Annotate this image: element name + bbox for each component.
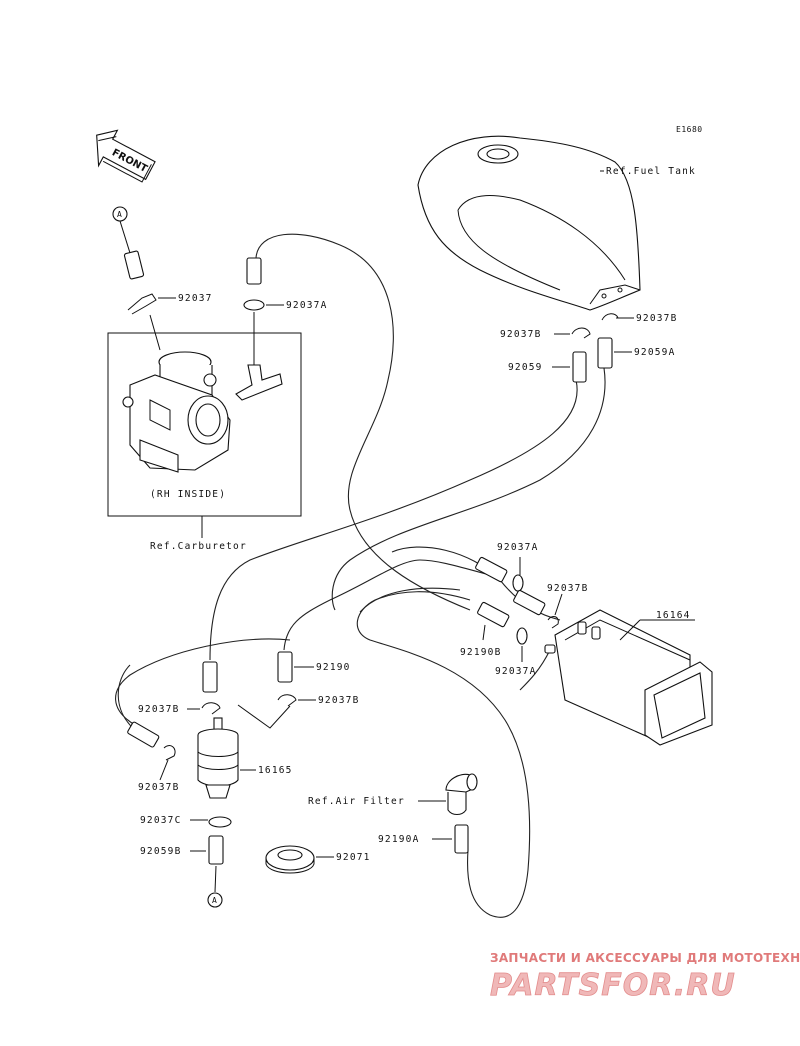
clip-92037: 92037 <box>127 293 213 315</box>
hose-piece-top-mid <box>246 257 262 285</box>
label-92037B-mid: 92037B <box>318 695 360 706</box>
label-92037A-can-top: 92037A <box>497 542 539 553</box>
fuel-filter-16165 <box>197 717 256 799</box>
label-92037B-filter-low: 92037B <box>138 782 180 793</box>
front-arrow-icon: FRONT <box>96 129 156 183</box>
clip-92037B-left: 92037B <box>500 327 591 340</box>
diagram-code: E1680 <box>676 125 703 134</box>
svg-text:92037B: 92037B <box>500 329 542 340</box>
t-fitting <box>235 312 283 401</box>
svg-text:92037A: 92037A <box>286 300 328 311</box>
label-16165: 16165 <box>258 765 293 776</box>
hose-92190B <box>477 601 510 641</box>
hose-92037A-can-top <box>475 556 524 592</box>
svg-text:92037: 92037 <box>178 293 213 304</box>
label-92071: 92071 <box>336 852 371 863</box>
hose-92037B-can <box>513 589 563 629</box>
hose-92190A <box>454 824 469 854</box>
canister-16164 <box>544 609 713 746</box>
clip-92037A-can-bot <box>516 627 528 662</box>
svg-text:A: A <box>212 896 217 905</box>
ref-air-filter-label: Ref.Air Filter <box>308 796 405 807</box>
hose-92059 <box>572 351 587 383</box>
rh-inside-label: (RH INSIDE) <box>150 489 226 500</box>
grommet-92071 <box>265 845 334 874</box>
fuel-tank <box>417 135 641 311</box>
hose-piece-top-left <box>123 250 145 280</box>
connector-a-bottom: A <box>207 865 223 908</box>
label-92190A: 92190A <box>378 834 420 845</box>
hose-left-vertical <box>202 661 218 693</box>
hose-left-angled <box>127 721 160 748</box>
hose-92059A <box>597 337 613 369</box>
ref-fuel-tank-label: Ref.Fuel Tank <box>606 166 696 177</box>
svg-text:92037B: 92037B <box>636 313 678 324</box>
connector-a-top: A <box>112 206 131 254</box>
label-92037B-filter-left: 92037B <box>138 704 180 715</box>
watermark-tagline: ЗАПЧАСТИ И АКСЕССУАРЫ ДЛЯ МОТОТЕХНИКИ <box>490 951 800 965</box>
clip-92037B-mid <box>237 694 316 729</box>
label-92190B: 92190B <box>460 647 502 658</box>
label-92190: 92190 <box>316 662 351 673</box>
watermark-logo: PARTSFOR.RU <box>490 968 736 1003</box>
svg-text:A: A <box>117 210 122 219</box>
air-filter-elbow <box>418 773 478 816</box>
label-92059: 92059 <box>508 362 543 373</box>
clip-92037B-filter-low <box>159 745 176 781</box>
clip-92037B-tank: 92037B <box>601 313 678 324</box>
label-92037A-can-bot: 92037A <box>495 666 537 677</box>
clip-92037A-top: 92037A <box>243 299 328 311</box>
carburetor <box>122 351 231 473</box>
label-92059A: 92059A <box>634 347 676 358</box>
carburetor-box <box>107 332 302 517</box>
label-92037B-can: 92037B <box>547 583 589 594</box>
clip-92037C <box>190 816 232 828</box>
hose-92059B <box>208 835 224 865</box>
clip-92037B-filter-left <box>187 702 221 715</box>
label-16164: 16164 <box>656 610 691 621</box>
hose-92190 <box>277 651 293 683</box>
label-92059B: 92059B <box>140 846 182 857</box>
ref-carburetor-label: Ref.Carburetor <box>150 541 247 552</box>
label-92037C: 92037C <box>140 815 182 826</box>
